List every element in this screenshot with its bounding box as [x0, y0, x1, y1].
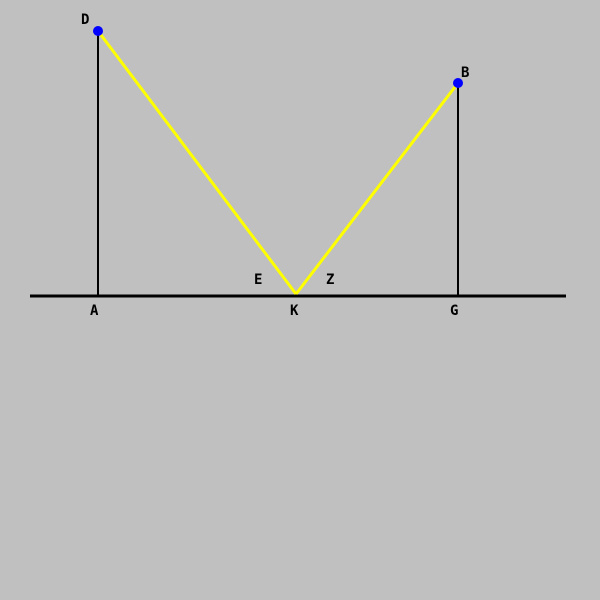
label-z: Z	[326, 272, 334, 288]
label-e: E	[254, 272, 262, 288]
point-b[interactable]	[453, 78, 463, 88]
label-k: K	[290, 303, 299, 319]
label-g: G	[450, 303, 458, 319]
segment-kb	[294, 82, 460, 295]
segment-dk	[96, 30, 298, 295]
point-d[interactable]	[93, 26, 103, 36]
label-d: D	[81, 12, 89, 28]
label-b: B	[461, 65, 469, 81]
label-a: A	[90, 303, 99, 319]
